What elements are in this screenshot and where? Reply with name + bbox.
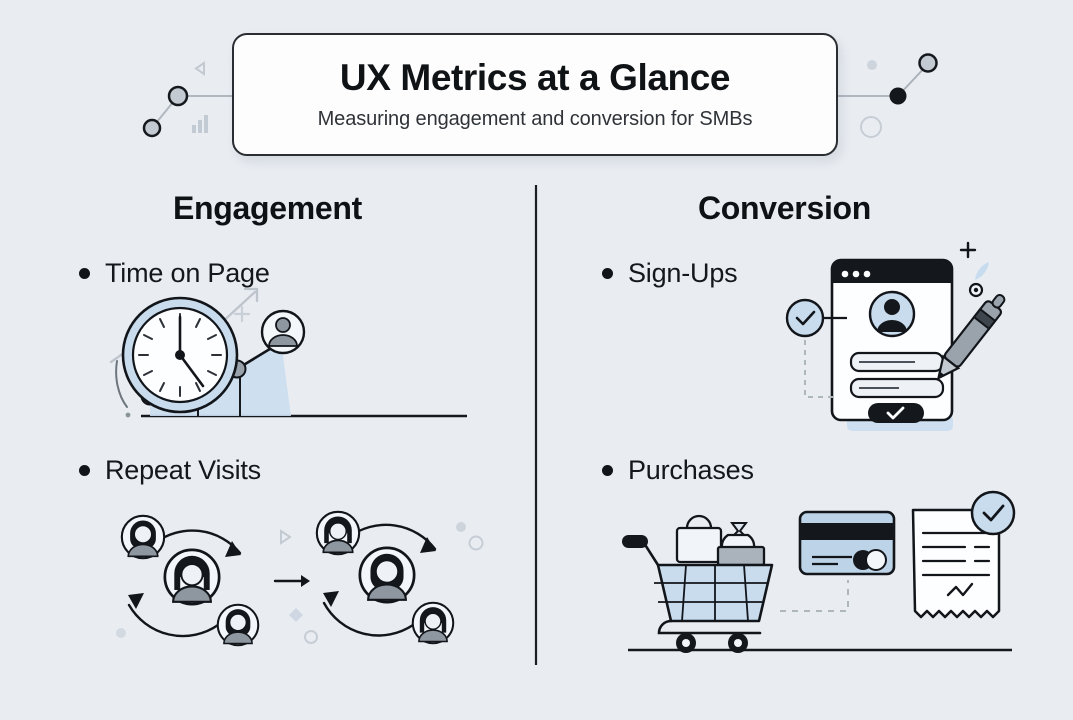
user-group-left: [120, 514, 260, 647]
metric-label: Time on Page: [105, 258, 270, 288]
bullet-icon: [602, 465, 613, 476]
bullet-icon: [79, 268, 90, 279]
metric-label: Purchases: [628, 455, 754, 485]
bullet-icon: [79, 465, 90, 476]
receipt-icon: [911, 490, 1016, 619]
title-card: UX Metrics at a Glance Measuring engagem…: [232, 33, 838, 156]
illustration-clock-and-growth-chart: [109, 287, 467, 418]
metric-purchases: Purchases: [602, 455, 754, 486]
clock-icon: [121, 296, 239, 414]
metric-time-on-page: Time on Page: [79, 258, 270, 289]
metric-repeat-visits: Repeat Visits: [79, 455, 261, 486]
credit-card-icon: [798, 510, 896, 576]
page-subtitle: Measuring engagement and conversion for …: [317, 107, 753, 130]
bullet-icon: [602, 268, 613, 279]
illustration-returning-users-cycle: [116, 510, 484, 647]
column-heading-conversion: Conversion: [698, 190, 872, 226]
transition-arrow-icon: [273, 575, 310, 587]
illustration-cart-card-receipt: [622, 490, 1016, 653]
column-heading-engagement: Engagement: [173, 190, 363, 226]
metric-sign-ups: Sign-Ups: [602, 258, 738, 289]
user-group-right: [315, 510, 455, 645]
metric-label: Sign-Ups: [628, 258, 738, 288]
metric-label: Repeat Visits: [105, 455, 261, 485]
page-title: UX Metrics at a Glance: [339, 57, 731, 99]
illustration-signup-form-window: [785, 241, 1006, 431]
